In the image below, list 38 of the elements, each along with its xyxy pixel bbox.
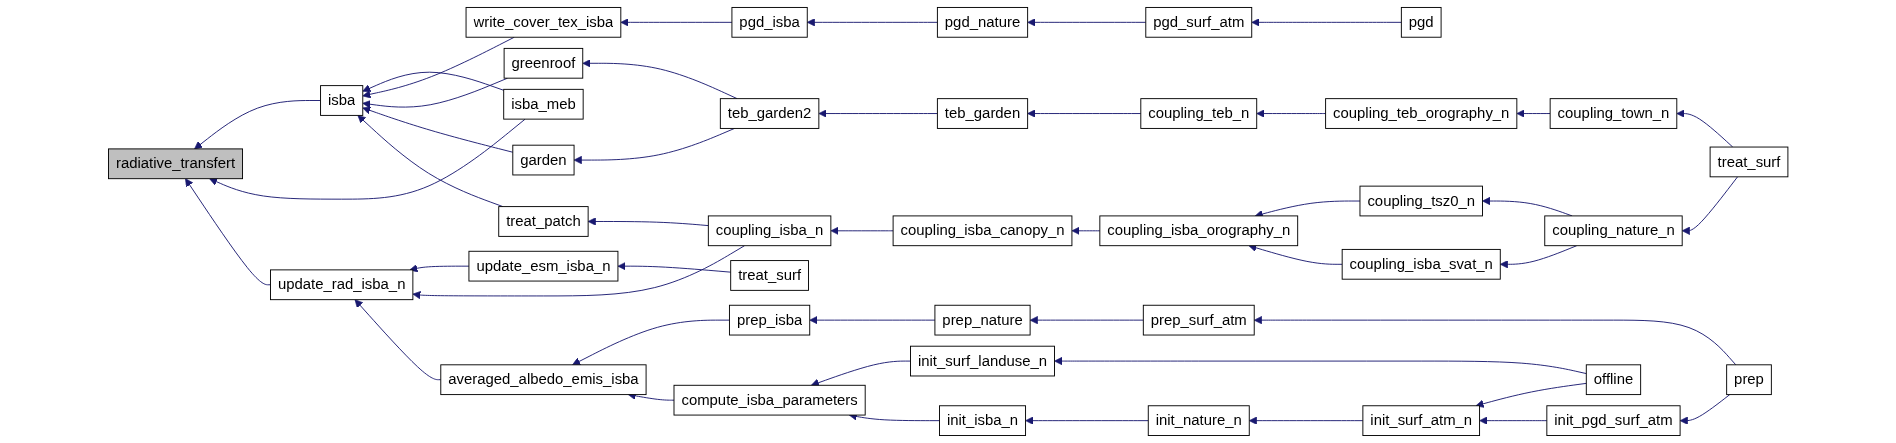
node-box: init_surf_atm_n: [1362, 405, 1480, 436]
node-box: update_esm_isba_n: [468, 250, 619, 282]
node-box: update_rad_isba_n: [269, 269, 414, 301]
node-box: init_nature_n: [1147, 405, 1250, 436]
node-box: compute_isba_parameters: [673, 384, 866, 416]
node-box: coupling_town_n: [1549, 98, 1678, 129]
node-box: coupling_teb_orography_n: [1324, 98, 1518, 129]
node-box: prep: [1726, 364, 1772, 396]
node-box: coupling_isba_svat_n: [1341, 248, 1501, 280]
node-box: pgd_isba: [731, 7, 808, 38]
node-box: coupling_tsz0_n: [1359, 185, 1483, 217]
node-box: coupling_isba_n: [707, 215, 832, 247]
node-box: treat_patch: [498, 206, 589, 237]
node-box: garden: [512, 144, 575, 176]
node-box: prep_nature: [934, 304, 1031, 336]
node-box: coupling_isba_canopy_n: [892, 215, 1073, 247]
node-box: teb_garden2: [719, 98, 820, 129]
node-box: offline: [1585, 364, 1641, 396]
node-box: prep_isba: [728, 304, 810, 336]
node-box: teb_garden: [936, 98, 1028, 129]
node-box: prep_surf_atm: [1142, 304, 1255, 336]
node-box: init_surf_landuse_n: [909, 345, 1055, 377]
node-box: pgd: [1400, 7, 1442, 38]
node-box: greenroof: [503, 47, 584, 79]
node-box: coupling_teb_n: [1140, 98, 1257, 129]
node-box: coupling_nature_n: [1544, 215, 1683, 247]
node-box: treat_surf: [730, 260, 809, 291]
node-box: isba_meb: [503, 88, 584, 120]
node-box: init_isba_n: [938, 405, 1026, 436]
node-box: init_pgd_surf_atm: [1546, 405, 1681, 436]
node-box: pgd_nature: [936, 7, 1028, 38]
node-box: write_cover_tex_isba: [465, 7, 622, 38]
node-box: treat_surf: [1709, 146, 1789, 178]
node-box: averaged_albedo_emis_isba: [440, 364, 647, 396]
node-box: coupling_isba_orography_n: [1099, 215, 1298, 247]
node-box: isba: [319, 85, 364, 116]
node-box: radiative_transfert: [107, 148, 243, 180]
node-box: pgd_surf_atm: [1145, 7, 1252, 38]
